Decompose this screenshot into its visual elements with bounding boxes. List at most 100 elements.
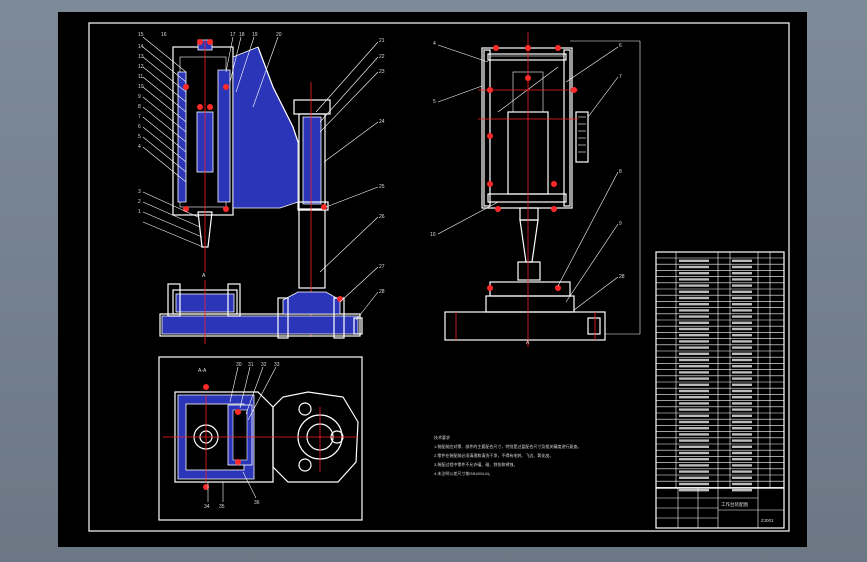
parts-list-entry-mark [732, 309, 752, 312]
parts-list-entry-mark [732, 340, 752, 343]
balloon: 8 [619, 169, 622, 175]
balloon: 24 [379, 119, 385, 125]
parts-list-entry-mark [732, 482, 752, 486]
parts-list-entry-mark [732, 327, 752, 331]
parts-list-entry-mark [732, 346, 752, 349]
parts-list-entry-mark [732, 408, 752, 411]
side-view: 4 5 6 7 8 9 28 10 A [430, 32, 641, 347]
section-view: A-A 30 31 32 33 34 35 36 [158, 356, 363, 521]
parts-list-entry-mark [732, 321, 752, 324]
balloon: 10 [430, 232, 436, 238]
balloon: 20 [276, 32, 282, 38]
notes-title: 技术要求 [434, 434, 450, 440]
balloon: 7 [619, 74, 622, 80]
balloon: 1 [138, 209, 141, 215]
notes-line: 1.装配前应对零、部件的主要配合尺寸，特别是过盈配合尺寸及相关精度进行复查。 [434, 443, 581, 449]
title-block-code: ZJ001 [761, 518, 774, 523]
parts-list-entry-mark [732, 352, 752, 355]
balloon: 4 [138, 144, 141, 150]
parts-list-entry-mark [732, 358, 752, 362]
parts-list-entry-mark [679, 464, 709, 467]
balloon: 8 [138, 104, 141, 110]
balloon: 4 [433, 41, 436, 47]
parts-list-entry-mark [732, 433, 752, 436]
parts-list-entry-mark [732, 290, 752, 293]
parts-list-entry-mark [679, 265, 709, 269]
parts-list-entry-mark [732, 458, 752, 461]
balloon: 14 [138, 44, 144, 50]
notes-line: 4.未注明公差尺寸按GB1804-M。 [434, 470, 493, 476]
parts-list-entry-mark [679, 346, 709, 349]
balloon: 22 [379, 54, 385, 60]
parts-list-entry-mark [679, 352, 709, 355]
technical-notes: 技术要求 1.装配前应对零、部件的主要配合尺寸，特别是过盈配合尺寸及相关精度进行… [434, 434, 581, 476]
section-label: A-A [198, 368, 207, 374]
notes-line: 3.装配过程中零件不允许磕、碰、划伤和锈蚀。 [434, 461, 517, 467]
balloon: 32 [261, 362, 267, 368]
title-block: 工作台装配图 ZJ001 [655, 487, 785, 529]
balloon: 9 [138, 94, 141, 100]
view-label: A [202, 273, 206, 279]
parts-list-entry-mark [679, 451, 709, 455]
parts-list-entry-mark [679, 414, 709, 417]
parts-list-entry-mark [732, 278, 752, 281]
cad-drawing: 15 16 14 13 12 11 10 9 8 7 6 5 4 3 2 1 1… [88, 22, 790, 532]
balloon: 10 [138, 84, 144, 90]
parts-list-entry-mark [732, 402, 752, 405]
parts-list-entry-mark [679, 377, 709, 380]
parts-list-entry-mark [679, 303, 709, 306]
parts-list-entry-mark [732, 383, 752, 386]
parts-list-entry-mark [679, 365, 709, 368]
balloon: 23 [379, 69, 385, 75]
balloon: 7 [138, 114, 141, 120]
notes-line: 2.零件在装配前必须清理和清洗干净，不得有毛刺、飞边、氧化皮。 [434, 452, 553, 458]
balloon: 3 [138, 189, 141, 195]
parts-list-entry-mark [679, 396, 709, 399]
parts-list-entry-mark [679, 389, 709, 393]
parts-list-entry-mark [679, 259, 709, 262]
parts-list-entry-mark [732, 427, 752, 430]
parts-list-entry-mark [732, 445, 752, 448]
balloon: 6 [619, 43, 622, 49]
balloon: 28 [619, 274, 625, 280]
parts-list-entry-mark [679, 458, 709, 461]
balloon: 16 [161, 32, 167, 38]
parts-list-entry-mark [679, 476, 709, 479]
view-label: A [526, 340, 530, 346]
balloon: 5 [433, 99, 436, 105]
balloon: 25 [379, 184, 385, 190]
balloon: 33 [274, 362, 280, 368]
parts-list-entry-mark [732, 470, 752, 473]
parts-list-entry-mark [732, 489, 752, 492]
parts-list-entry-mark [732, 303, 752, 306]
parts-list-entry-mark [679, 439, 709, 442]
balloon: 12 [138, 64, 144, 70]
parts-list-entry-mark [679, 278, 709, 281]
parts-list-entry-mark [732, 315, 752, 318]
balloon: 19 [252, 32, 258, 38]
balloon: 31 [248, 362, 254, 368]
balloon: 35 [219, 504, 225, 510]
balloon: 2 [138, 199, 141, 205]
parts-list-entry-mark [679, 482, 709, 486]
parts-list-entry-mark [679, 290, 709, 293]
front-view: 15 16 14 13 12 11 10 9 8 7 6 5 4 3 2 1 1… [138, 32, 385, 344]
balloon: 5 [138, 134, 141, 140]
parts-list-entry-mark [679, 402, 709, 405]
balloon: 17 [230, 32, 236, 38]
parts-list-entry-mark [679, 445, 709, 448]
parts-list-entry-mark [732, 476, 752, 479]
parts-list-entry-mark [679, 327, 709, 331]
parts-list-entry-mark [732, 451, 752, 455]
parts-list [655, 251, 785, 492]
parts-list-entry-mark [732, 371, 752, 374]
parts-list-entry-mark [679, 420, 709, 424]
parts-list-entry-mark [679, 321, 709, 324]
balloon: 13 [138, 54, 144, 60]
parts-list-entry-mark [679, 340, 709, 343]
parts-list-entry-mark [679, 315, 709, 318]
balloon: 15 [138, 32, 144, 38]
parts-list-entry-mark [679, 408, 709, 411]
parts-list-entry-mark [679, 334, 709, 337]
parts-list-entry-mark [679, 489, 709, 492]
